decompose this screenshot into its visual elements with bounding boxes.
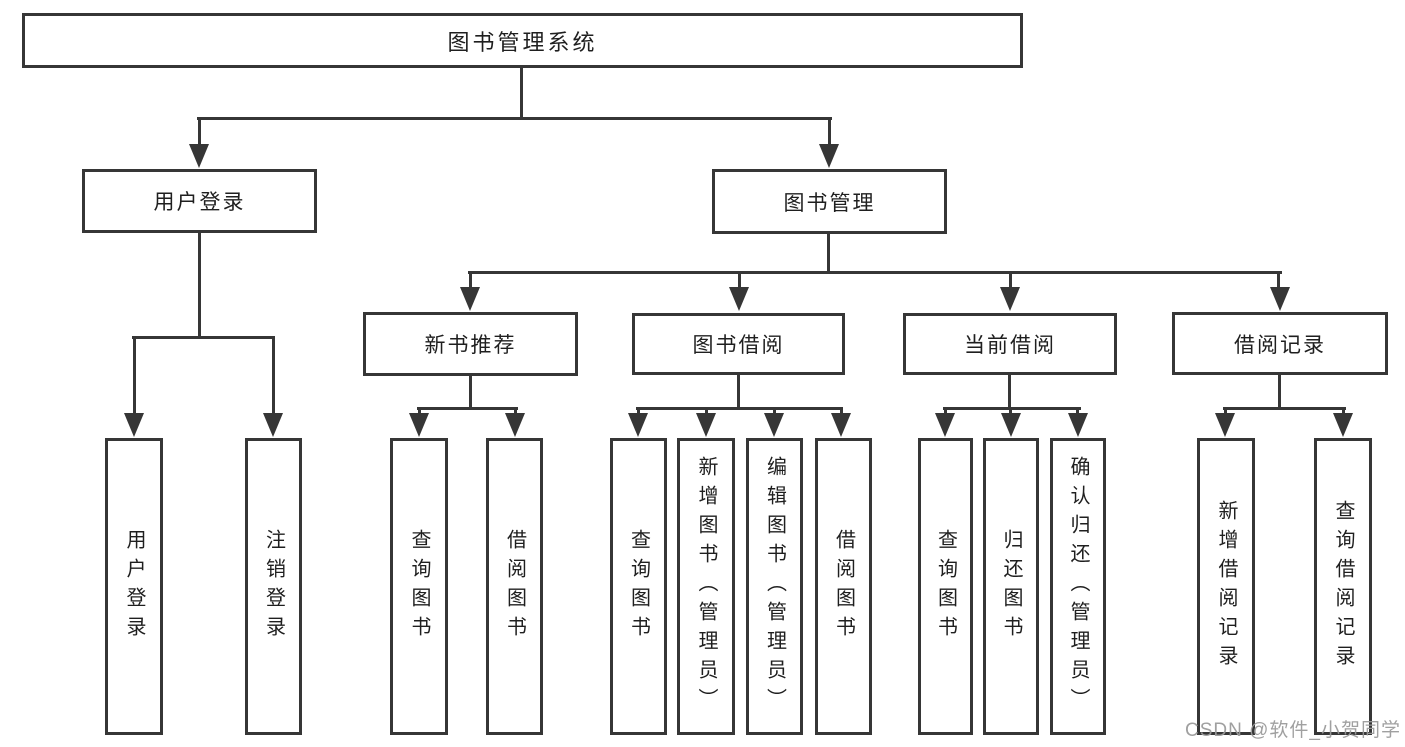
arrow-down-icon <box>460 287 480 311</box>
arrow-down-icon <box>409 413 429 437</box>
node-book-borrowing: 图书借阅 <box>632 313 845 375</box>
node-borrowing-records: 借阅记录 <box>1172 312 1388 375</box>
arrow-down-icon <box>1270 287 1290 311</box>
connector-drop <box>133 336 136 415</box>
arrow-down-icon <box>1000 287 1020 311</box>
leaf-add-borrow-record: 新增借阅记录 <box>1197 438 1255 735</box>
connector-new-book-branch <box>417 407 518 410</box>
leaf-return-books: 归还图书 <box>983 438 1039 735</box>
connector-root-branch <box>197 117 832 120</box>
connector-drop <box>773 407 776 417</box>
arrow-down-icon <box>1001 413 1021 437</box>
leaf-query-books-current: 查询图书 <box>918 438 973 735</box>
leaf-label: 借阅图书 <box>832 528 855 645</box>
node-library-management-system: 图书管理系统 <box>22 13 1023 68</box>
arrow-down-icon <box>1333 413 1353 437</box>
connector-drop <box>738 271 741 289</box>
leaf-edit-books-admin: 编辑图书（管理员） <box>746 438 803 735</box>
leaf-query-books-borrowing: 查询图书 <box>610 438 667 735</box>
leaf-label: 新增图书（管理员） <box>695 456 717 717</box>
connector-book-mgmt-stem <box>827 234 830 274</box>
connector-current-borrow-branch <box>943 407 1081 410</box>
arrow-down-icon <box>819 144 839 168</box>
connector-drop <box>1277 271 1280 289</box>
leaf-user-login: 用户登录 <box>105 438 163 735</box>
arrow-down-icon <box>505 413 525 437</box>
connector-drop <box>1009 271 1012 289</box>
leaf-label: 查询借阅记录 <box>1332 499 1354 674</box>
node-book-management: 图书管理 <box>712 169 947 234</box>
leaf-label: 确认归还（管理员） <box>1067 456 1089 717</box>
connector-drop <box>840 407 843 417</box>
arrow-down-icon <box>1215 413 1235 437</box>
leaf-label: 查询图书 <box>627 528 650 645</box>
arrow-down-icon <box>764 413 784 437</box>
leaf-label: 借阅图书 <box>503 528 526 645</box>
connector-drop <box>1076 407 1079 417</box>
connector-new-book-stem <box>469 376 472 410</box>
node-user-login: 用户登录 <box>82 169 317 233</box>
arrow-down-icon <box>729 287 749 311</box>
leaf-add-books-admin: 新增图书（管理员） <box>677 438 735 735</box>
connector-drop <box>469 271 472 289</box>
leaf-label: 注销登录 <box>262 528 285 645</box>
connector-book-mgmt-branch <box>468 271 1282 274</box>
connector-book-borrow-stem <box>737 375 740 410</box>
arrow-down-icon <box>831 413 851 437</box>
connector-drop <box>637 407 640 417</box>
leaf-label: 新增借阅记录 <box>1215 499 1237 674</box>
arrow-down-icon <box>935 413 955 437</box>
arrow-down-icon <box>124 413 144 437</box>
arrow-down-icon <box>263 413 283 437</box>
arrow-down-icon <box>189 144 209 168</box>
connector-drop <box>1009 407 1012 417</box>
leaf-query-books-recommend: 查询图书 <box>390 438 448 735</box>
connector-drop <box>828 117 831 150</box>
connector-records-branch <box>1223 407 1346 410</box>
connector-drop <box>272 336 275 415</box>
connector-drop <box>705 407 708 417</box>
connector-user-login-stem <box>198 232 201 339</box>
arrow-down-icon <box>1068 413 1088 437</box>
leaf-label: 归还图书 <box>1000 528 1022 645</box>
leaf-label: 查询图书 <box>934 528 957 645</box>
csdn-watermark: CSDN @软件_小贺同学 <box>1185 720 1401 741</box>
leaf-label: 查询图书 <box>408 528 430 645</box>
leaf-label: 编辑图书（管理员） <box>763 456 786 717</box>
connector-drop <box>418 407 421 417</box>
leaf-borrow-books: 借阅图书 <box>815 438 872 735</box>
leaf-query-borrow-record: 查询借阅记录 <box>1314 438 1372 735</box>
leaf-borrow-books-recommend: 借阅图书 <box>486 438 543 735</box>
node-new-book-recommend: 新书推荐 <box>363 312 578 376</box>
connector-root-stem <box>520 68 523 118</box>
connector-drop <box>1224 407 1227 417</box>
leaf-confirm-return-admin: 确认归还（管理员） <box>1050 438 1106 735</box>
connector-drop <box>198 117 201 150</box>
connector-drop <box>1342 407 1345 417</box>
connector-records-stem <box>1278 375 1281 410</box>
leaf-label: 用户登录 <box>123 528 145 645</box>
arrow-down-icon <box>628 413 648 437</box>
node-current-borrowing: 当前借阅 <box>903 313 1117 375</box>
connector-drop <box>514 407 517 417</box>
arrow-down-icon <box>696 413 716 437</box>
leaf-logout-login: 注销登录 <box>245 438 302 735</box>
connector-user-login-branch <box>132 336 275 339</box>
connector-book-borrow-branch <box>636 407 843 410</box>
connector-drop <box>944 407 947 417</box>
connector-current-borrow-stem <box>1008 375 1011 410</box>
